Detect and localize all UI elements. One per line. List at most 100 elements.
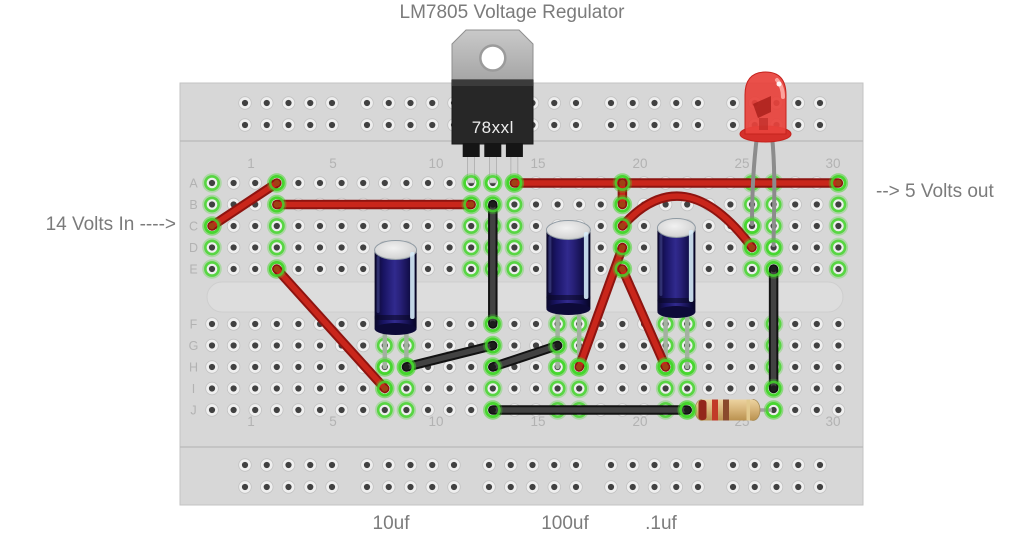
net-highlight-ring	[657, 380, 674, 397]
breadboard-hole	[360, 244, 367, 251]
breadboard-hole	[705, 320, 712, 328]
breadboard-hole	[338, 222, 345, 230]
wire-power-e20-h22[interactable]	[617, 264, 671, 372]
net-highlight-ring	[569, 357, 589, 377]
breadboard-hole	[694, 121, 702, 129]
breadboard-hole	[792, 342, 799, 349]
breadboard-hole	[607, 461, 615, 469]
net-highlight-ring	[679, 359, 696, 375]
breadboard-hole	[597, 244, 604, 251]
breadboard-hole	[230, 179, 237, 187]
net-highlight-ring	[742, 216, 762, 236]
column-number: 5	[329, 156, 337, 171]
breadboard-hole	[363, 99, 371, 107]
wire-power-e4-i9[interactable]	[272, 264, 390, 394]
resistor[interactable]	[688, 399, 772, 421]
breadboard-hole	[629, 483, 636, 491]
net-highlight-ring	[267, 216, 287, 236]
breadboard-hole	[285, 99, 292, 107]
net-highlight-ring	[614, 261, 631, 277]
breadboard-hole	[208, 244, 216, 251]
row-letter: A	[189, 177, 198, 191]
led[interactable]	[739, 71, 792, 247]
breadboard-hole	[727, 265, 734, 273]
wire-end-dot	[770, 265, 777, 273]
net-highlight-ring	[504, 237, 525, 258]
breadboard-hole	[446, 179, 453, 187]
capacitor-body	[374, 248, 417, 331]
breadboard-hole	[554, 201, 561, 208]
breadboard-hole	[360, 179, 367, 187]
breadboard-hole	[468, 363, 475, 371]
breadboard-hole	[295, 179, 302, 187]
breadboard-hole	[230, 342, 237, 349]
net-highlight-ring	[763, 237, 784, 258]
resistor-band-brown	[723, 399, 729, 421]
breadboard-hole	[208, 179, 216, 187]
breadboard-hole	[607, 483, 615, 491]
wire-power-arc-c20-d26[interactable]	[617, 191, 757, 253]
net-highlight-ring	[483, 194, 503, 215]
breadboard-hole	[338, 179, 345, 187]
breadboard-hole	[511, 385, 518, 392]
breadboard-hole	[532, 244, 540, 251]
breadboard-hole	[385, 483, 392, 491]
capacitor-10uf[interactable]	[374, 240, 418, 370]
breadboard-hole	[551, 99, 558, 107]
net-highlight-ring	[268, 239, 285, 256]
breadboard-hole	[295, 320, 302, 328]
breadboard-hole	[792, 201, 799, 208]
breadboard-hole	[640, 244, 648, 251]
capacitor-100uf[interactable]	[545, 220, 591, 370]
capacitor-top	[656, 218, 696, 238]
breadboard-hole	[230, 244, 237, 251]
breadboard-hole	[403, 385, 410, 392]
wire-end-dot	[662, 363, 669, 371]
net-highlight-ring	[504, 216, 525, 236]
breadboard-hole	[328, 461, 336, 469]
wire-end-dot	[208, 222, 216, 230]
breadboard-hole	[684, 201, 691, 208]
breadboard-hole	[572, 121, 580, 129]
breadboard-hole	[607, 99, 615, 107]
breadboard-hole	[529, 461, 536, 469]
breadboard-hole	[338, 406, 345, 414]
breadboard-hole	[263, 121, 270, 129]
breadboard-hole	[651, 121, 658, 129]
net-highlight-ring	[483, 400, 503, 420]
breadboard-hole	[316, 406, 324, 414]
capacitor-highlight	[376, 256, 380, 313]
wire-ground-h10-g14[interactable]	[401, 340, 498, 372]
net-highlight-ring	[830, 261, 847, 277]
breadboard-hole	[316, 244, 324, 251]
breadboard-hole	[816, 121, 824, 129]
breadboard-hole	[446, 406, 453, 414]
wire-ground-h14-g17	[490, 342, 561, 370]
breadboard-hole	[208, 320, 216, 328]
net-highlight-ring	[742, 237, 762, 258]
net-highlight-ring	[549, 380, 566, 397]
breadboard-hole	[424, 385, 432, 392]
wire-ground-h14-g17[interactable]	[488, 340, 563, 372]
breadboard-hole	[619, 363, 626, 371]
capacitor-.1uf[interactable]	[656, 218, 696, 370]
breadboard-hole	[705, 363, 712, 371]
capacitor-value-label: .1uf	[645, 513, 677, 534]
breadboard-hole	[835, 201, 842, 208]
regulator-leg-stub	[484, 143, 502, 157]
net-highlight-ring	[506, 218, 523, 234]
column-number: 25	[734, 156, 749, 171]
breadboard-hole	[673, 483, 680, 491]
net-highlight-ring	[506, 239, 523, 256]
breadboard-hole	[468, 265, 475, 273]
net-highlight-ring	[461, 194, 481, 215]
breadboard-hole	[446, 244, 453, 251]
breadboard-hole	[429, 461, 436, 469]
net-highlight-ring	[204, 239, 220, 256]
breadboard-hole	[338, 244, 345, 251]
wire-power-c1-a4[interactable]	[207, 178, 282, 231]
breadboard-hole	[640, 363, 648, 371]
breadboard-hole	[429, 483, 436, 491]
column-number: 10	[428, 156, 443, 171]
breadboard-hole	[485, 461, 493, 469]
